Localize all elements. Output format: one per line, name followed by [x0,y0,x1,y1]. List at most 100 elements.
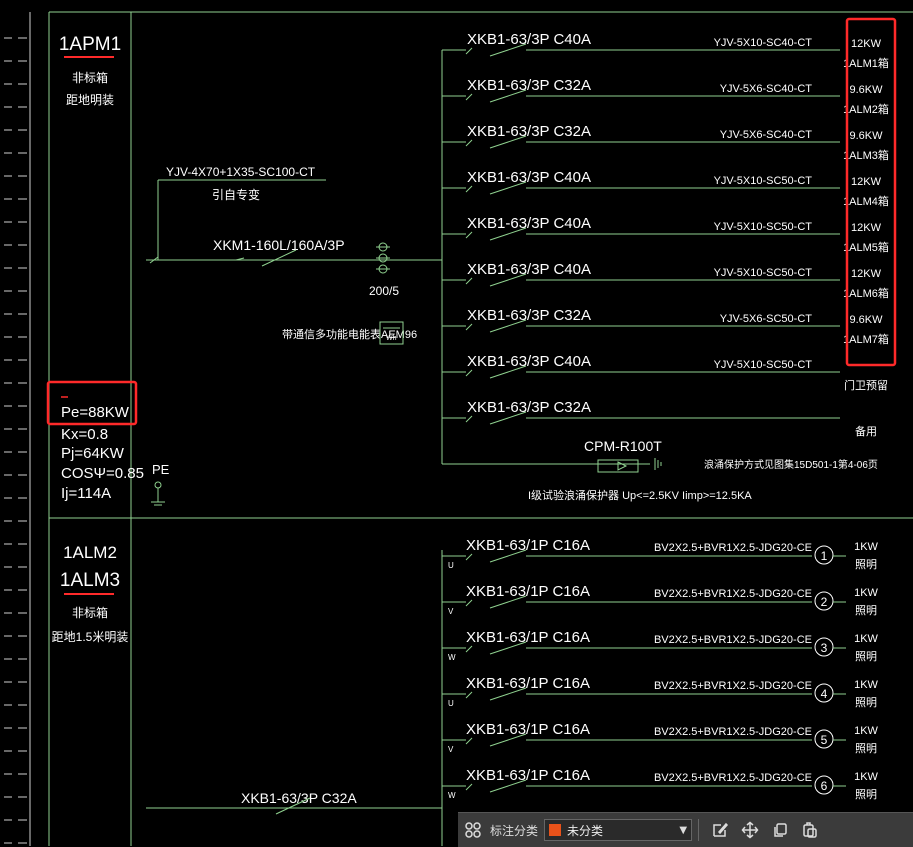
breaker-contact [489,365,527,379]
circuit-breaker-label: XKB1-63/3P C32A [467,399,591,416]
circuit-number-circle [814,545,834,565]
circuit-dest-label: 1ALM2箱 [843,102,889,116]
circuit-breaker-label: XKB1-63/3P C40A [467,31,591,48]
circuit-power-label: 12KW [851,222,882,234]
phase-label: W [448,653,456,662]
circuit-number: 6 [821,779,828,793]
circuit-use-label: 照明 [855,788,877,801]
ground-terminal [154,481,162,489]
spd-params: I级试验浪涌保护器 Up<=2.5KV Iimp>=12.5KA [528,488,752,502]
circuit-dest-label: 1ALM5箱 [843,240,889,254]
grid-icon[interactable] [458,815,488,845]
main-breaker-label: XKM1-160L/160A/3P [213,237,345,253]
panel1-title-block: 1APM1 非标箱 距地明装 [59,34,121,107]
stat-pj: Pj=64KW [61,445,125,462]
panel1-desc2: 距地明装 [66,93,114,107]
circuit-breaker-label: XKB1-63/3P C40A [467,353,591,370]
circuit-breaker-label: XKB1-63/3P C32A [467,307,591,324]
circuit-use-label: 照明 [855,604,877,617]
copy-icon[interactable] [765,815,795,845]
circuit-number: 3 [821,641,828,655]
breaker-contact [489,181,527,195]
stat-ij: Ij=114A [61,485,111,502]
ct-ratio-label: 200/5 [369,284,399,298]
circuit-cable-label: YJV-5X6-SC40-CT [720,129,813,141]
breaker-contact [489,89,527,103]
circuit-cable-label: BV2X2.5+BVR1X2.5-JDG20-CE [654,726,812,738]
circuit-power-label: 1KW [854,541,878,553]
circuit-cable-label: BV2X2.5+BVR1X2.5-JDG20-CE [654,680,812,692]
frame-lines [48,11,913,846]
circuit-dest-label: 门卫预留 [844,378,888,392]
circuit-use-label: 照明 [855,742,877,755]
paste-icon[interactable] [795,815,825,845]
meter-box [379,321,404,345]
circuit-cable-label: YJV-5X6-SC50-CT [720,313,813,325]
circuit-power-label: 1KW [854,679,878,691]
spd-label: CPM-R100T [584,438,662,454]
circuit-power-label: 1KW [854,771,878,783]
pe-ground: PE [151,462,170,506]
category-label: 标注分类 [490,823,539,838]
circuit-number-circle [814,775,834,795]
stat-cos: COSΨ=0.85 [61,465,144,482]
circuit-cable-label: YJV-5X10-SC40-CT [714,37,813,49]
stat-kx: Kx=0.8 [61,426,108,443]
pe-label: PE [152,462,170,477]
circuit-cable-label: YJV-5X10-SC50-CT [714,175,813,187]
circuit-row: U XKB1-63/1P C16A BV2X2.5+BVR1X2.5-JDG20-C… [442,675,879,709]
margin-ticks [4,12,31,846]
current-transformer: 200/5 [369,242,399,298]
spd-box [597,459,639,473]
phase-label: V [448,745,454,754]
circuit-number: 2 [821,595,828,609]
circuit-number-circle [814,683,834,703]
incoming-note: 引自专变 [212,187,260,202]
circuit-use-label: 照明 [855,650,877,663]
breaker-contact [489,595,527,609]
circuit-use-label: 照明 [855,696,877,709]
stat-pe: Pe=88KW [61,404,130,421]
circuit-dest-label: 1ALM7箱 [843,332,889,346]
circuit-cable-label: BV2X2.5+BVR1X2.5-JDG20-CE [654,542,812,554]
circuit-number-circle [814,637,834,657]
circuit-dest-label: 1ALM6箱 [843,286,889,300]
incoming-feed: YJV-4X70+1X35-SC100-CT 引自专变 XKM1-160L/16… [146,165,442,267]
circuit-breaker-label: XKB1-63/3P C40A [467,261,591,278]
spd-note: 浪涌保护方式见图集15D501-1第4-06页 [704,458,878,471]
panel1-desc1: 非标箱 [72,70,108,85]
circuit-breaker-label: XKB1-63/1P C16A [466,721,590,738]
meter-note: 带通信多功能电能表AEM96 [282,327,417,341]
circuit-power-label: 9.6KW [849,130,883,142]
phase-label: V [448,607,454,616]
breaker-contact [489,319,527,333]
circuit-power-label: 1KW [854,633,878,645]
circuit-power-label: 12KW [851,176,882,188]
circuit-number-circle [814,729,834,749]
breaker-contact [489,227,527,241]
category-select[interactable]: 未分类 ▼ [544,819,693,841]
circuit-power-label: 1KW [854,725,878,737]
circuit-row: XKB1-63/3P C40A YJV-5X10-SC50-CT 门卫预留 [442,353,888,392]
breaker-contact [489,687,527,701]
panel2-name2: 1ALM3 [60,570,120,591]
breaker-contact [489,135,527,149]
edit-icon[interactable] [705,815,735,845]
circuit-cable-label: BV2X2.5+BVR1X2.5-JDG20-CE [654,634,812,646]
circuit-use-label: 照明 [855,558,877,571]
circuit-cable-label: YJV-5X10-SC50-CT [714,359,813,371]
panel2-circuits: U XKB1-63/1P C16A BV2X2.5+BVR1X2.5-JDG20-C… [442,537,879,829]
move-icon[interactable] [735,815,765,845]
breaker-contact [489,733,527,747]
power-column-highlight [845,17,897,367]
circuit-breaker-label: XKB1-63/1P C16A [466,675,590,692]
phase-label: U [448,699,454,708]
